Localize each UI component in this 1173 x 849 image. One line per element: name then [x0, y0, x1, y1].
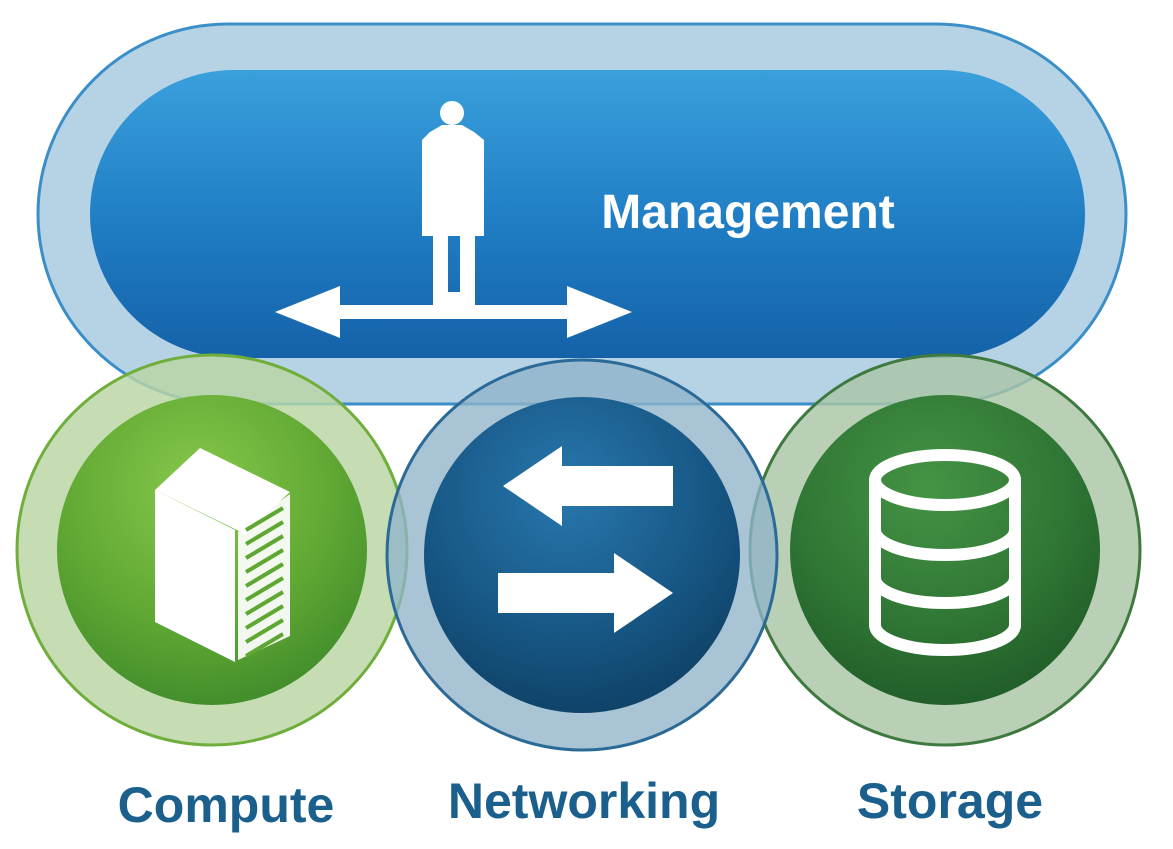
networking-circle: [424, 397, 740, 713]
person-with-arrows-icon: [275, 101, 632, 338]
exchange-arrows-icon: [498, 446, 673, 633]
compute-node: [57, 395, 367, 705]
server-tower-icon: [155, 448, 290, 662]
storage-label: Storage: [857, 773, 1043, 829]
networking-label: Networking: [448, 773, 720, 829]
storage-node: [790, 395, 1100, 705]
management-pill: [90, 70, 1085, 358]
networking-node: [424, 397, 740, 713]
database-icon: [869, 449, 1021, 656]
compute-label: Compute: [118, 777, 335, 833]
management-group: Management: [36, 22, 1128, 406]
management-label: Management: [601, 186, 894, 239]
